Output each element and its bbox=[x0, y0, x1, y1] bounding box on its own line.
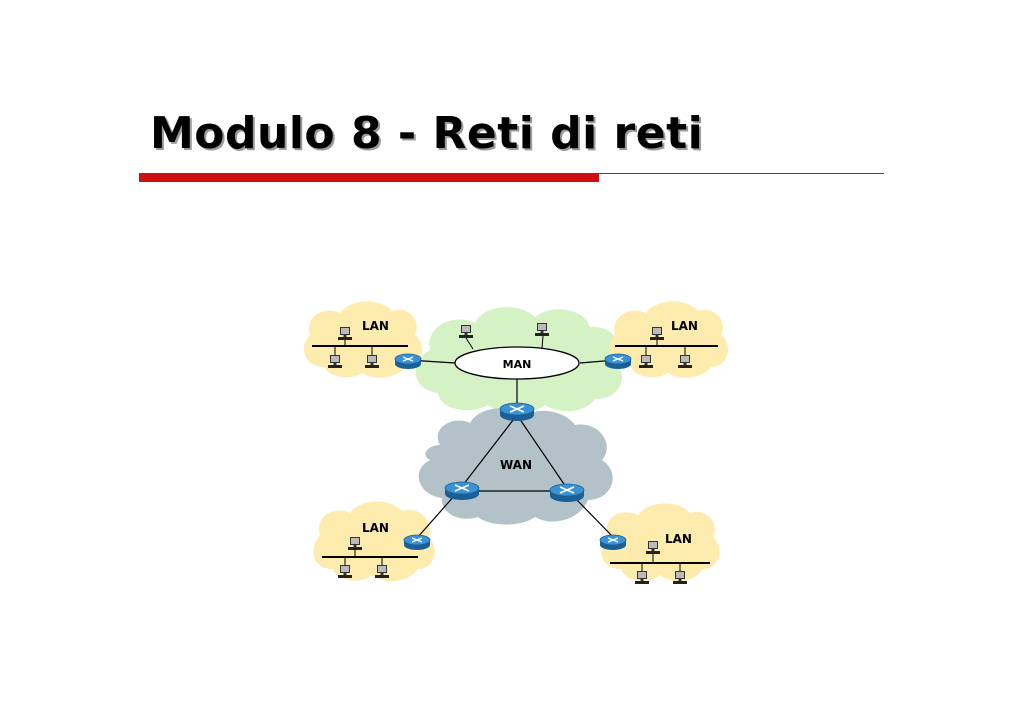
lan-label: LAN bbox=[362, 521, 389, 535]
man-label: MAN bbox=[503, 358, 532, 371]
lan-cloud-bottom-right: LAN bbox=[601, 503, 720, 584]
lan-pc-icon bbox=[328, 355, 342, 368]
router-icon bbox=[499, 402, 535, 422]
lan-cloud-bottom-left: LAN bbox=[313, 501, 435, 582]
lan-pc-icon bbox=[348, 537, 362, 550]
man-pc-icon bbox=[459, 325, 473, 338]
lan-pc-icon bbox=[639, 355, 653, 368]
lan-cloud-top-right: LAN bbox=[609, 301, 729, 378]
wan-label: WAN bbox=[500, 458, 532, 472]
lan-pc-icon bbox=[338, 327, 352, 340]
router-icon bbox=[599, 534, 627, 551]
lan-label: LAN bbox=[362, 319, 389, 333]
router-icon bbox=[403, 534, 431, 551]
lan-pc-icon bbox=[338, 565, 352, 578]
lan-pc-icon bbox=[375, 565, 389, 578]
lan-cloud-top-left: LAN bbox=[303, 301, 423, 378]
lan-pc-icon bbox=[678, 355, 692, 368]
router-icon bbox=[444, 481, 480, 501]
lan-pc-icon bbox=[646, 541, 660, 554]
slide-title: Modulo 8 - Reti di reti bbox=[150, 108, 704, 159]
lan-label: LAN bbox=[671, 319, 698, 333]
title-underline-thin bbox=[599, 173, 884, 174]
router-icon bbox=[549, 483, 585, 503]
lan-pc-icon bbox=[650, 327, 664, 340]
lan-label: LAN bbox=[665, 532, 692, 546]
router-icon bbox=[604, 353, 632, 370]
man-pc-icon bbox=[535, 323, 549, 336]
lan-pc-icon bbox=[673, 571, 687, 584]
lan-pc-icon bbox=[635, 571, 649, 584]
lan-pc-icon bbox=[365, 355, 379, 368]
router-icon bbox=[394, 353, 422, 370]
title-underline-thick bbox=[139, 173, 599, 182]
man-cloud: MAN bbox=[415, 307, 623, 414]
network-diagram: MAN WAN LAN LAN bbox=[303, 301, 729, 584]
